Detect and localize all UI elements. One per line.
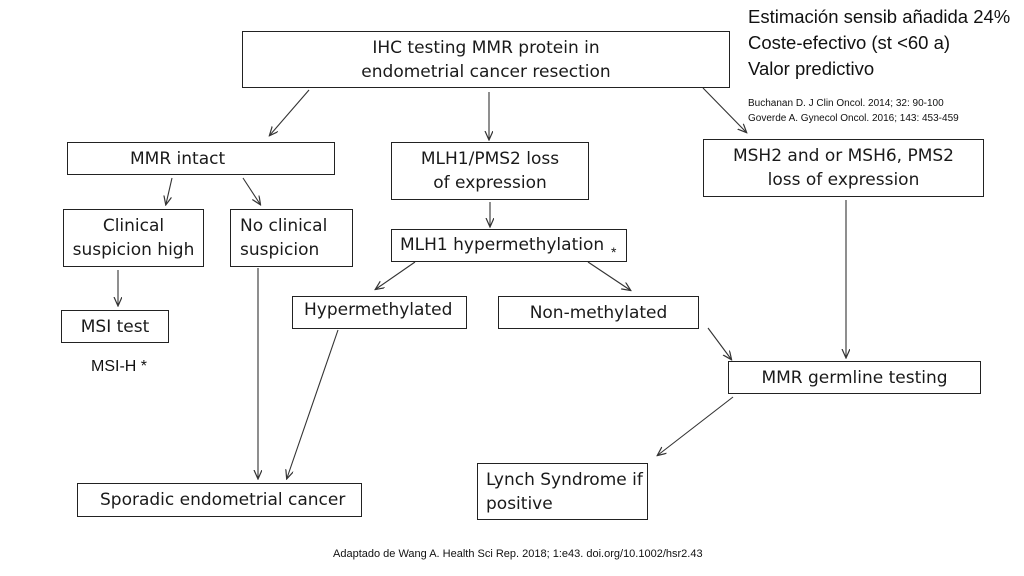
ihc-testing-line1: IHC testing MMR protein in bbox=[372, 37, 600, 58]
lynch-syndrome-box: Lynch Syndrome if positive bbox=[477, 463, 648, 520]
no-clinical-suspicion-box: No clinical suspicion bbox=[230, 209, 353, 267]
msh2-msh6-loss-box: MSH2 and or MSH6, PMS2 loss of expressio… bbox=[703, 139, 984, 197]
sporadic-endometrial-cancer-box: Sporadic endometrial cancer bbox=[77, 483, 362, 517]
no-clinical-line1: No clinical bbox=[240, 216, 328, 236]
msi-test-box: MSI test bbox=[61, 310, 169, 343]
clinical-high-line1: Clinical bbox=[102, 216, 165, 236]
mmr-intact-label: MMR intact bbox=[130, 148, 226, 169]
hypermethylated-label: Hypermethylated bbox=[304, 300, 453, 320]
msh2-msh6-line2: loss of expression bbox=[767, 170, 920, 190]
ihc-testing-line2: endometrial cancer resection bbox=[361, 61, 611, 82]
msi-test-label: MSI test bbox=[80, 316, 150, 337]
mmr-germline-testing-box: MMR germline testing bbox=[728, 361, 981, 394]
arrow-root-to-msh2 bbox=[702, 87, 746, 132]
arrow-hypermethylated-to-sporadic bbox=[287, 329, 339, 478]
clinical-high-line2: suspicion high bbox=[72, 240, 195, 260]
msh2-msh6-line1: MSH2 and or MSH6, PMS2 bbox=[732, 146, 955, 166]
mlh1-pms2-loss-box: MLH1/PMS2 loss of expression bbox=[391, 142, 589, 200]
germline-label: MMR germline testing bbox=[761, 367, 948, 388]
msi-h-note: MSI-H * bbox=[91, 358, 147, 375]
arrow-non-methylated-to-germline bbox=[707, 327, 731, 359]
ihc-testing-box: IHC testing MMR protein in endometrial c… bbox=[242, 31, 730, 88]
reference-buchanan: Buchanan D. J Clin Oncol. 2014; 32: 90-1… bbox=[748, 98, 944, 109]
arrow-germline-to-lynch bbox=[658, 396, 734, 455]
arrow-intact-to-no-clinical bbox=[242, 177, 260, 204]
note-sensitivity: Estimación sensib añadida 24% bbox=[748, 6, 1011, 27]
hypermethylation-footnote-star: * bbox=[611, 244, 617, 260]
clinical-suspicion-high-box: Clinical suspicion high bbox=[63, 209, 204, 267]
lynch-line2: positive bbox=[486, 494, 553, 514]
arrow-root-to-mmr-intact bbox=[270, 89, 310, 135]
non-methylated-box: Non-methylated bbox=[498, 296, 699, 329]
source-footer: Adaptado de Wang A. Health Sci Rep. 2018… bbox=[333, 548, 703, 560]
hypermethylated-box: Hypermethylated bbox=[292, 296, 467, 329]
mmr-intact-box: MMR intact bbox=[67, 142, 335, 175]
reference-goverde: Goverde A. Gynecol Oncol. 2016; 143: 453… bbox=[748, 113, 959, 124]
sporadic-label: Sporadic endometrial cancer bbox=[100, 490, 346, 510]
non-methylated-label: Non-methylated bbox=[529, 302, 668, 323]
mlh1-pms2-line2: of expression bbox=[433, 173, 547, 193]
arrow-intact-to-clinical-high bbox=[166, 177, 173, 204]
mlh1-pms2-line1: MLH1/PMS2 loss bbox=[420, 149, 560, 169]
mlh1-hypermethylation-box: MLH1 hypermethylation bbox=[391, 229, 627, 262]
arrow-hypermethylation-to-non-methylated bbox=[587, 261, 630, 290]
mlh1-hypermethylation-label: MLH1 hypermethylation bbox=[400, 235, 605, 255]
note-predictive-value: Valor predictivo bbox=[748, 58, 875, 79]
no-clinical-line2: suspicion bbox=[240, 240, 320, 260]
arrow-hypermethylation-to-hypermethylated bbox=[376, 261, 416, 289]
lynch-line1: Lynch Syndrome if bbox=[486, 470, 643, 490]
note-cost-effective: Coste-efectivo (st <60 a) bbox=[748, 32, 951, 53]
